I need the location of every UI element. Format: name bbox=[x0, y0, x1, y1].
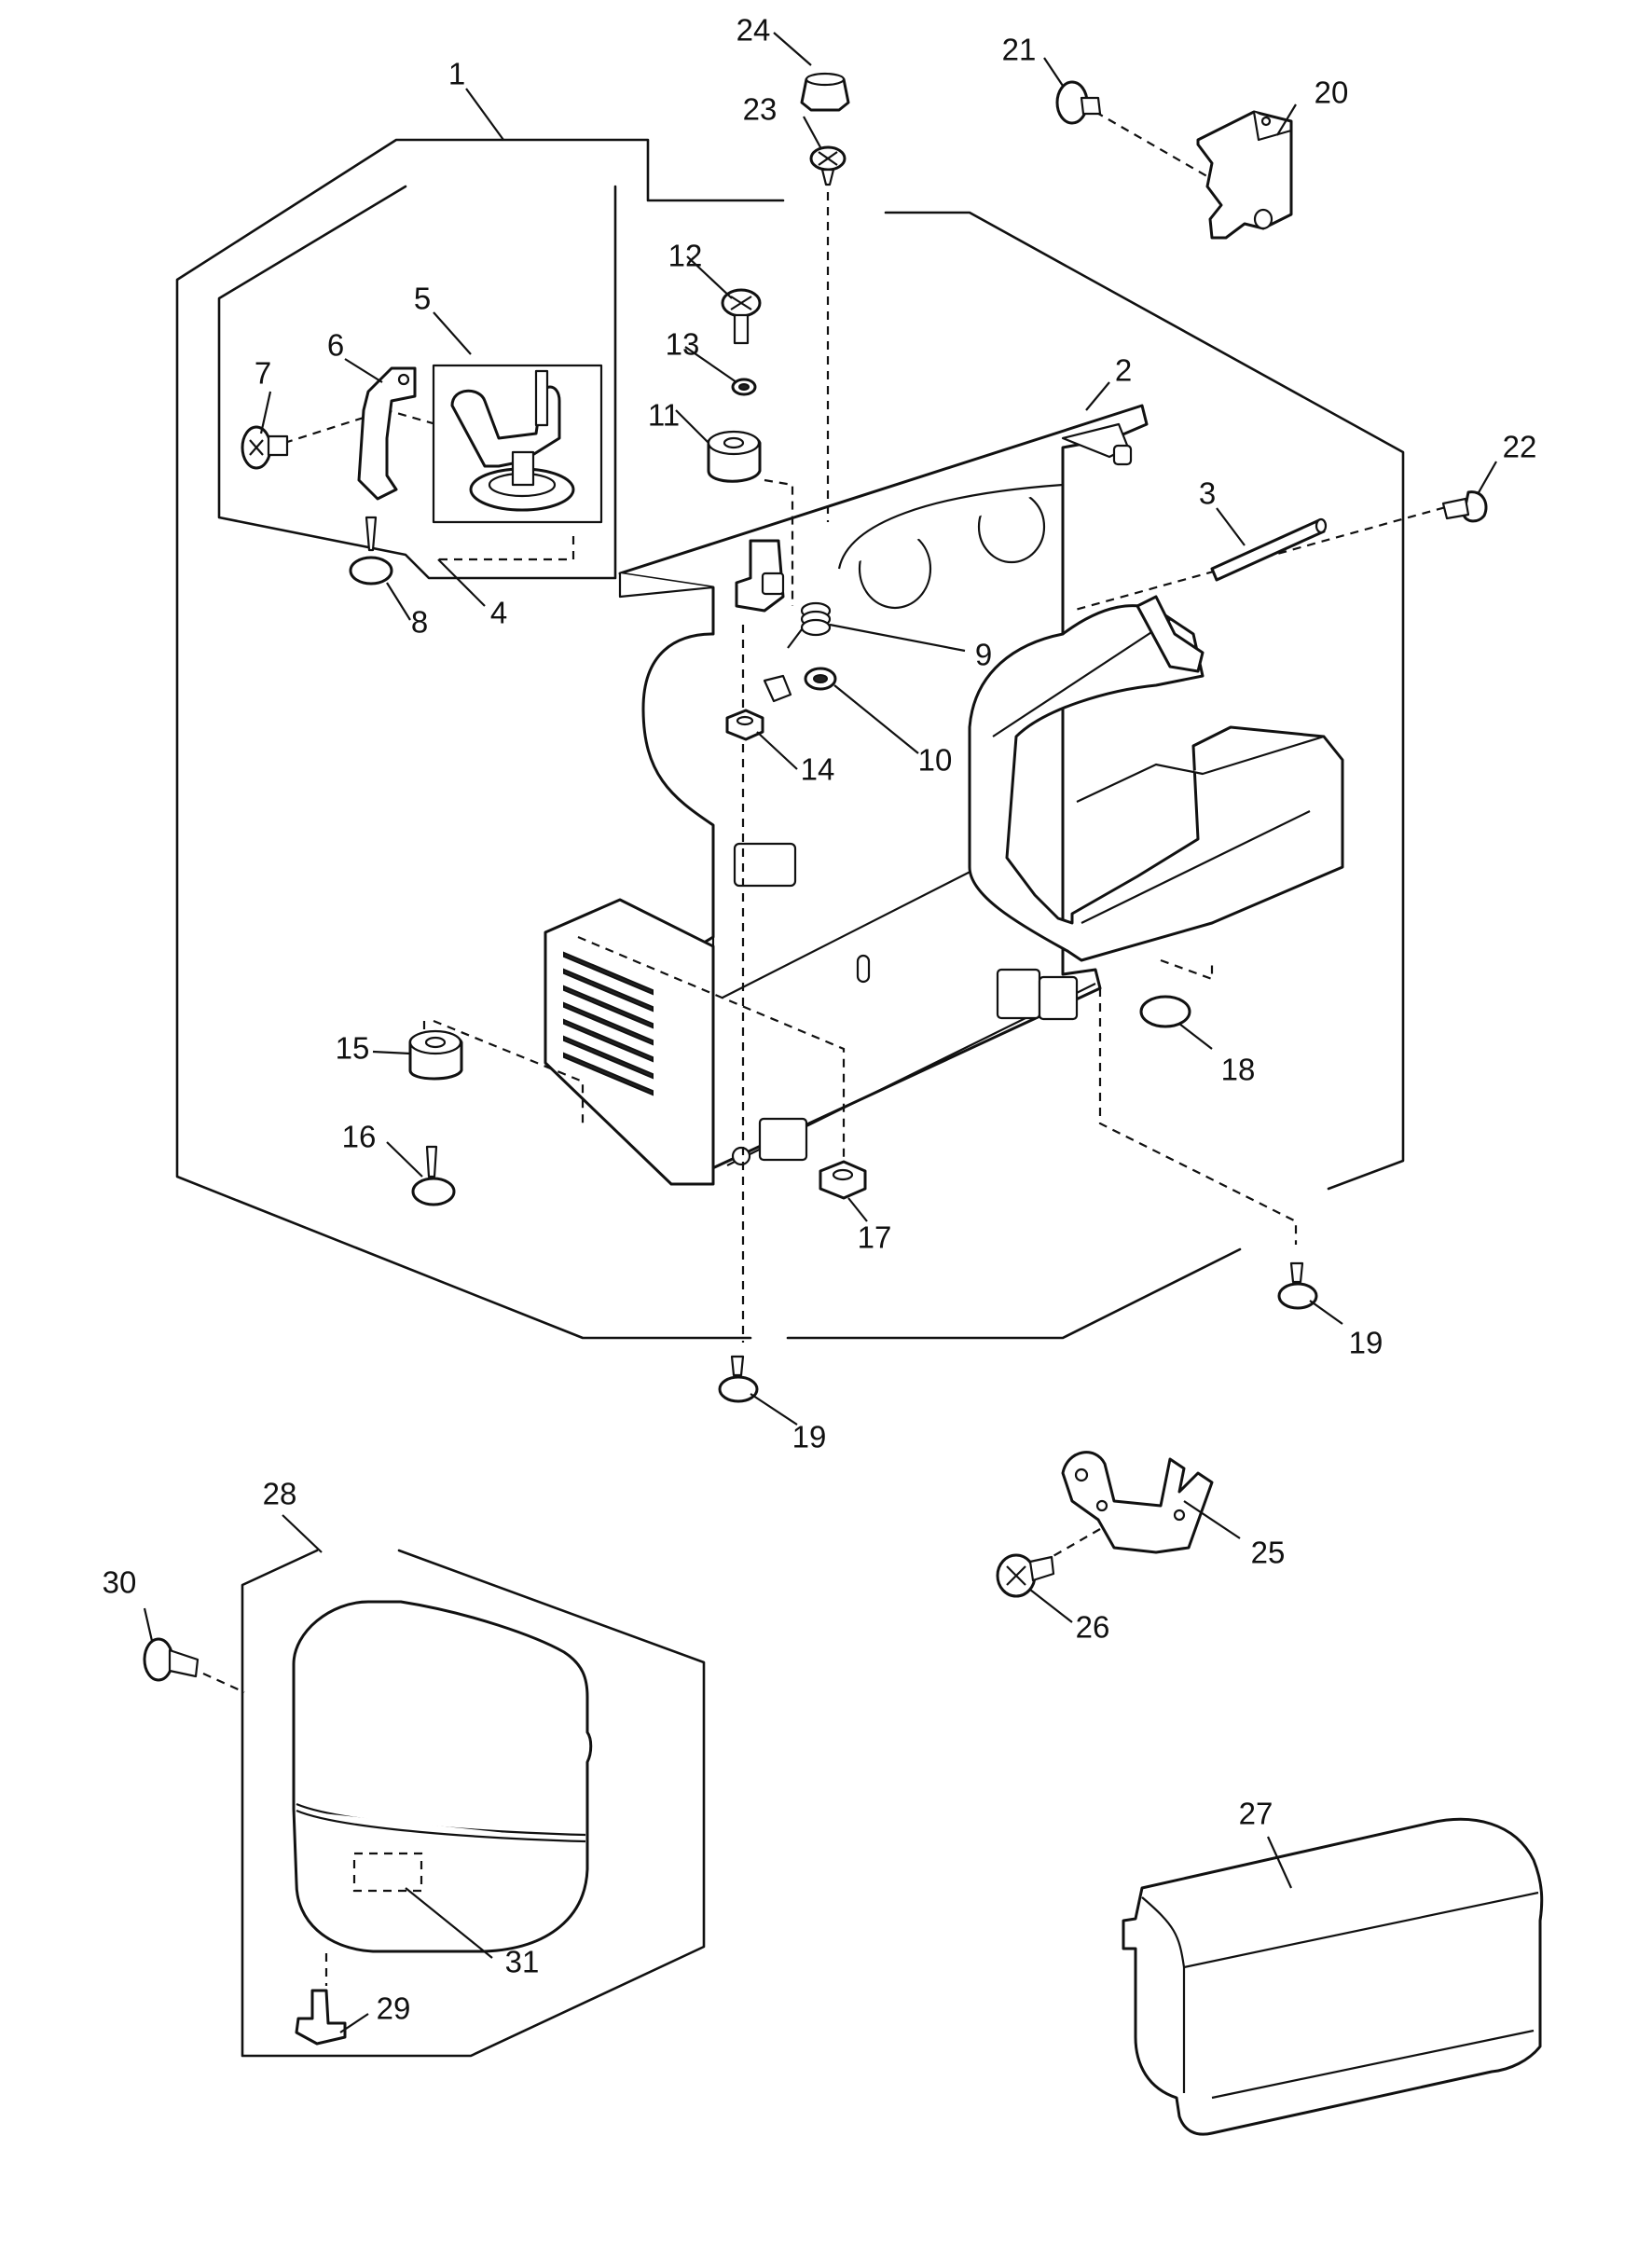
screw-19a bbox=[718, 1355, 759, 1403]
callout-8: 8 bbox=[411, 605, 428, 640]
assembly-28-outline bbox=[241, 1549, 706, 2058]
callout-25: 25 bbox=[1251, 1536, 1286, 1570]
screw-19b bbox=[1277, 1261, 1318, 1310]
callout-28: 28 bbox=[263, 1477, 297, 1511]
bracket-6 bbox=[357, 366, 417, 501]
callout-11: 11 bbox=[648, 398, 680, 433]
callout-27: 27 bbox=[1239, 1797, 1273, 1831]
washer-13 bbox=[731, 378, 757, 396]
bracket-25 bbox=[1061, 1451, 1214, 1554]
callout-labels: 1 2 3 4 5 6 7 8 9 10 11 12 13 14 15 16 1… bbox=[103, 13, 1537, 2026]
callout-7: 7 bbox=[255, 356, 271, 391]
screw-16 bbox=[411, 1145, 456, 1206]
hardware-parts bbox=[143, 72, 1488, 2046]
screw-23 bbox=[809, 145, 847, 186]
assembly-1-outline bbox=[175, 138, 1405, 1340]
screw-21 bbox=[1055, 80, 1102, 125]
cap-24 bbox=[800, 72, 850, 112]
spring-9 bbox=[787, 601, 832, 649]
callout-13: 13 bbox=[666, 327, 700, 362]
callout-22: 22 bbox=[1503, 430, 1537, 464]
nut-14 bbox=[725, 709, 764, 741]
callout-10: 10 bbox=[918, 743, 953, 778]
callout-18: 18 bbox=[1221, 1053, 1256, 1087]
leader-lines bbox=[143, 32, 1497, 2033]
pin-3 bbox=[1210, 517, 1328, 582]
callout-29: 29 bbox=[377, 1991, 411, 2026]
callout-1: 1 bbox=[448, 57, 465, 91]
screw-7 bbox=[241, 425, 289, 470]
callout-2: 2 bbox=[1115, 353, 1132, 388]
assembly-lines bbox=[202, 111, 1460, 1986]
side-cover-28 bbox=[292, 1600, 593, 1953]
nut-10 bbox=[804, 667, 837, 691]
callout-6: 6 bbox=[327, 328, 344, 363]
callout-19a: 19 bbox=[792, 1420, 827, 1454]
callout-17: 17 bbox=[858, 1220, 892, 1255]
mechanism-5 bbox=[432, 364, 603, 524]
screw-26 bbox=[996, 1553, 1055, 1598]
callout-30: 30 bbox=[103, 1565, 137, 1600]
callout-14: 14 bbox=[801, 752, 835, 787]
callout-3: 3 bbox=[1199, 476, 1216, 511]
callout-23: 23 bbox=[743, 92, 778, 127]
screw-30 bbox=[143, 1637, 200, 1682]
callout-21: 21 bbox=[1002, 33, 1037, 67]
top-cover-27 bbox=[1122, 1817, 1544, 2136]
callout-24: 24 bbox=[737, 13, 771, 48]
screw-22 bbox=[1441, 490, 1488, 523]
vent-slots bbox=[563, 951, 654, 1096]
callout-5: 5 bbox=[414, 282, 431, 316]
screw-12 bbox=[721, 288, 762, 345]
callout-16: 16 bbox=[342, 1120, 377, 1154]
screw-8 bbox=[349, 516, 393, 586]
callout-20: 20 bbox=[1315, 76, 1349, 110]
callout-4: 4 bbox=[490, 596, 507, 630]
main-frame-part-2 bbox=[544, 404, 1344, 1186]
clip-29 bbox=[295, 1989, 347, 2046]
callout-15: 15 bbox=[336, 1031, 370, 1066]
bushing-15 bbox=[408, 1029, 463, 1081]
bushing-11 bbox=[707, 430, 762, 483]
foot-18 bbox=[1139, 995, 1191, 1028]
callout-26: 26 bbox=[1076, 1610, 1110, 1645]
callout-9: 9 bbox=[975, 638, 992, 672]
callout-31: 31 bbox=[505, 1945, 540, 1979]
callout-12: 12 bbox=[668, 239, 703, 273]
bracket-20 bbox=[1196, 110, 1293, 240]
callout-19b: 19 bbox=[1349, 1326, 1384, 1360]
nut-17 bbox=[819, 1160, 867, 1200]
